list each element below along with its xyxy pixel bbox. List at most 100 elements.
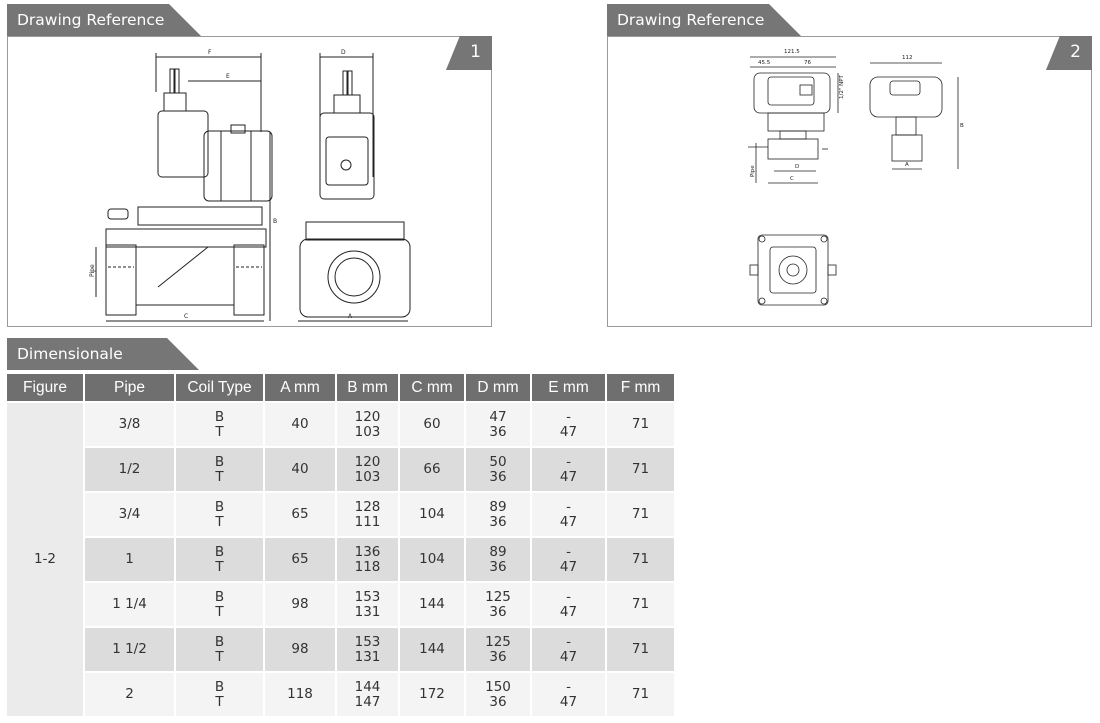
coil-type-b: B — [214, 633, 225, 650]
d-mm-value-2: 36 — [489, 603, 507, 620]
header-b-mm: B mm — [337, 374, 398, 401]
dim-label-npt: 1/2" NPT — [839, 74, 845, 99]
dimensional-table-tab: Dimensionale Table — [7, 338, 199, 395]
dim-label-F: F — [208, 49, 212, 56]
header-a-mm: A mm — [265, 374, 335, 401]
pipe-cell: 1/2 — [85, 446, 174, 491]
e-mm-value-1: - — [566, 678, 571, 695]
drawing-panel-2: Drawing Reference 2 121.5 45.5 76 1/2" N… — [607, 4, 1092, 328]
pipe-cell: 3/8 — [85, 401, 174, 446]
e-mm-value-1: - — [566, 498, 571, 515]
e-mm-value-2: 47 — [559, 558, 578, 575]
coil-type-t: T — [215, 513, 224, 530]
f-mm-cell: 71 — [607, 536, 674, 581]
e-mm-value-2: 47 — [559, 648, 578, 665]
dim-label-D2: D — [795, 164, 799, 170]
f-mm-cell: 71 — [607, 401, 674, 446]
f-mm-cell: 71 — [607, 626, 674, 671]
a-mm-cell: 40 — [265, 446, 335, 491]
dim-label-45-5: 45.5 — [758, 60, 771, 66]
coil-type-b: B — [214, 498, 225, 515]
a-mm-cell: 65 — [265, 536, 335, 581]
c-mm-cell: 144 — [400, 581, 464, 626]
dim-label-A: A — [348, 313, 353, 320]
e-mm-value-2: 47 — [559, 468, 578, 485]
c-mm-cell: 172 — [400, 671, 464, 716]
c-mm-cell: 104 — [400, 536, 464, 581]
f-mm-cell: 71 — [607, 671, 674, 716]
dim-label-D: D — [341, 49, 346, 56]
b-mm-value-1: 120 — [354, 453, 381, 470]
header-d-mm: D mm — [466, 374, 530, 401]
d-mm-value-2: 36 — [489, 693, 507, 710]
pipe-cell: 1 1/2 — [85, 626, 174, 671]
b-mm-value-2: 111 — [354, 513, 381, 530]
b-mm-value-1: 128 — [354, 498, 381, 515]
drawing-reference-tab-2: Drawing Reference — [607, 4, 801, 36]
d-mm-value-2: 36 — [489, 558, 507, 575]
b-mm-value-1: 153 — [354, 588, 381, 605]
d-mm-value-2: 36 — [489, 423, 507, 440]
e-mm-cell: -47 — [532, 671, 605, 716]
d-mm-value-1: 50 — [489, 453, 507, 470]
b-mm-value-2: 118 — [354, 558, 381, 575]
dimensional-table: Figure Pipe Coil Type A mm B mm C mm D m… — [5, 374, 676, 716]
dim-label-B2: B — [960, 123, 964, 129]
header-e-mm: E mm — [532, 374, 605, 401]
figure-cell: 1-2 — [7, 401, 83, 716]
e-mm-cell: -47 — [532, 491, 605, 536]
valve-drawing-2: 121.5 45.5 76 1/2" NPT D C Pipe — [608, 37, 1091, 326]
drawing-frame-1: 1 F E — [7, 36, 492, 327]
c-mm-cell: 66 — [400, 446, 464, 491]
e-mm-value-2: 47 — [559, 423, 578, 440]
a-mm-cell: 98 — [265, 581, 335, 626]
coil-type-t: T — [215, 648, 224, 665]
d-mm-value-1: 125 — [485, 633, 511, 650]
f-mm-cell: 71 — [607, 581, 674, 626]
e-mm-cell: -47 — [532, 401, 605, 446]
dim-label-C: C — [184, 313, 188, 320]
b-mm-value-1: 153 — [354, 633, 381, 650]
coil-type-t: T — [215, 603, 224, 620]
header-c-mm: C mm — [400, 374, 464, 401]
a-mm-cell: 40 — [265, 401, 335, 446]
e-mm-value-1: - — [566, 543, 571, 560]
table-header-row: Figure Pipe Coil Type A mm B mm C mm D m… — [7, 374, 674, 401]
e-mm-cell: -47 — [532, 446, 605, 491]
b-mm-value-2: 103 — [354, 468, 381, 485]
b-mm-value-1: 144 — [354, 678, 381, 695]
d-mm-value-2: 36 — [489, 648, 507, 665]
pipe-cell: 1 1/4 — [85, 581, 174, 626]
coil-type-b: B — [214, 453, 225, 470]
f-mm-cell: 71 — [607, 446, 674, 491]
e-mm-value-1: - — [566, 408, 571, 425]
f-mm-cell: 71 — [607, 491, 674, 536]
header-pipe: Pipe — [85, 374, 174, 401]
dim-label-112: 112 — [902, 55, 913, 61]
c-mm-cell: 144 — [400, 626, 464, 671]
a-mm-cell: 65 — [265, 491, 335, 536]
drawing-reference-tab-1: Drawing Reference — [7, 4, 201, 36]
pipe-cell: 2 — [85, 671, 174, 716]
coil-type-t: T — [215, 423, 224, 440]
pipe-cell: 3/4 — [85, 491, 174, 536]
dim-label-121-5: 121.5 — [784, 49, 800, 55]
e-mm-value-2: 47 — [559, 513, 578, 530]
